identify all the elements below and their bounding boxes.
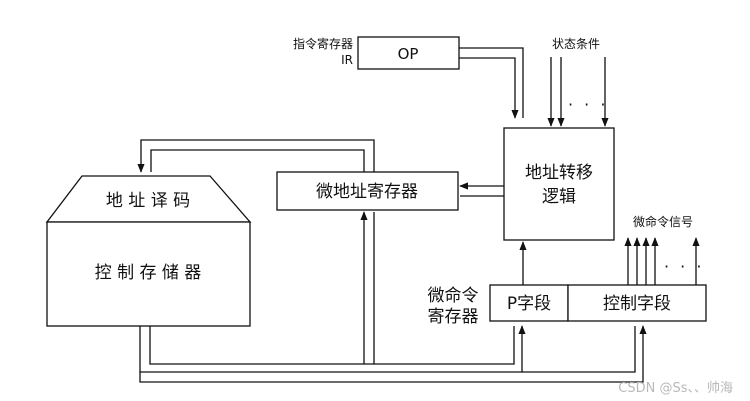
- op-wire-outer: [459, 47, 524, 118]
- micro-address-register-label: 微地址寄存器: [316, 182, 418, 202]
- micro-ir-label-line2: 寄存器: [428, 307, 479, 327]
- micro-command-signals-label: 微命令信号: [633, 214, 693, 229]
- cm-to-control-field-outer: [139, 325, 647, 383]
- control-field-label: 控制字段: [603, 294, 671, 314]
- signal-ellipsis: · · ·: [664, 257, 704, 276]
- p-field-label: P字段: [507, 294, 551, 314]
- op-box: [357, 36, 460, 70]
- ir-label-line1: 指令寄存器: [293, 36, 353, 51]
- cm-to-pfield-inner: [149, 326, 515, 365]
- address-decoder-label: 地 址 译 码: [106, 191, 190, 211]
- cm-to-control-field-inner: [522, 326, 636, 373]
- op-wire-inner: [459, 57, 519, 119]
- address-transfer-logic-box: [503, 127, 615, 241]
- uar-to-decoder-outer: [137, 139, 375, 173]
- p-field-box: [489, 284, 569, 322]
- address-transfer-label-line1: 地址转移: [525, 163, 593, 183]
- uar-to-decoder-inner: [150, 149, 365, 172]
- micro-ir-label-line1: 微命令: [428, 286, 479, 306]
- ir-label-line2: IR: [341, 53, 353, 67]
- status-conditions-label: 状态条件: [552, 37, 600, 51]
- control-memory-box: [46, 221, 251, 327]
- cm-to-pfield-outer: [139, 325, 526, 373]
- address-transfer-label-line2: 逻辑: [542, 187, 576, 207]
- op-box-label: OP: [398, 45, 419, 63]
- micro-address-register-box: [276, 171, 459, 211]
- watermark-text: CSDN @Ss、、帅海: [618, 381, 733, 396]
- control-memory-label: 控 制 存 储 器: [95, 263, 202, 283]
- control-field-box: [567, 284, 707, 322]
- status-ellipsis: · · ·: [568, 95, 608, 114]
